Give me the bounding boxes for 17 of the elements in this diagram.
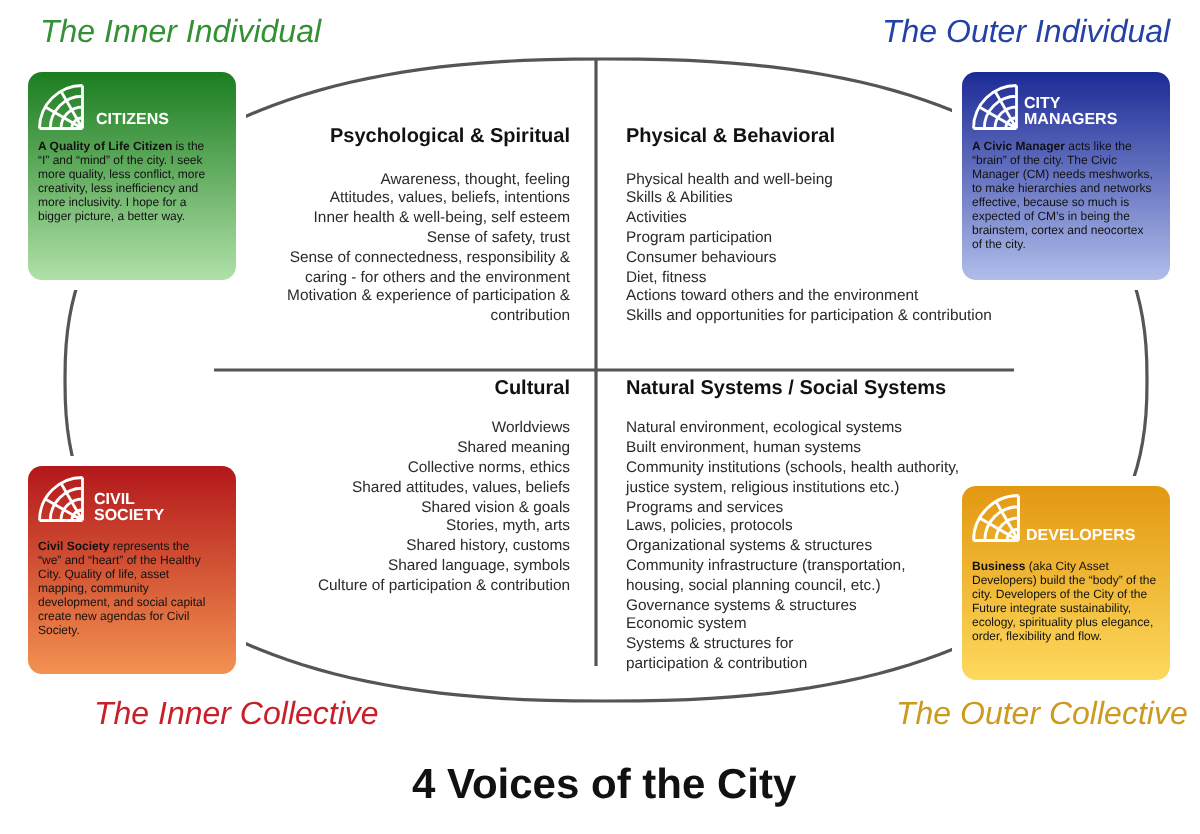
card-heading: CIVIL SOCIETY bbox=[94, 492, 167, 524]
quadrant-heading: Psychological & Spiritual bbox=[329, 126, 570, 150]
voice-card bbox=[28, 466, 236, 674]
quadrant-label: The Inner Individual bbox=[40, 16, 322, 52]
card-heading: CITIZENS bbox=[96, 112, 169, 128]
voice-card bbox=[28, 72, 236, 280]
quadrant-label: The Outer Individual bbox=[882, 16, 1171, 52]
voice-card bbox=[962, 72, 1170, 280]
diagram-title: 4 Voices of the City bbox=[412, 762, 797, 810]
quadrant-label: The Inner Collective bbox=[94, 698, 379, 734]
quadrant-heading: Natural Systems / Social Systems bbox=[626, 378, 947, 402]
voice-card bbox=[962, 486, 1170, 680]
quadrant-label: The Outer Collective bbox=[896, 698, 1188, 734]
card-heading: DEVELOPERS bbox=[1026, 528, 1136, 544]
quadrant-heading: Cultural bbox=[494, 378, 570, 402]
card-heading: CITY MANAGERS bbox=[1024, 96, 1120, 128]
quadrant-heading: Physical & Behavioral bbox=[626, 126, 835, 150]
